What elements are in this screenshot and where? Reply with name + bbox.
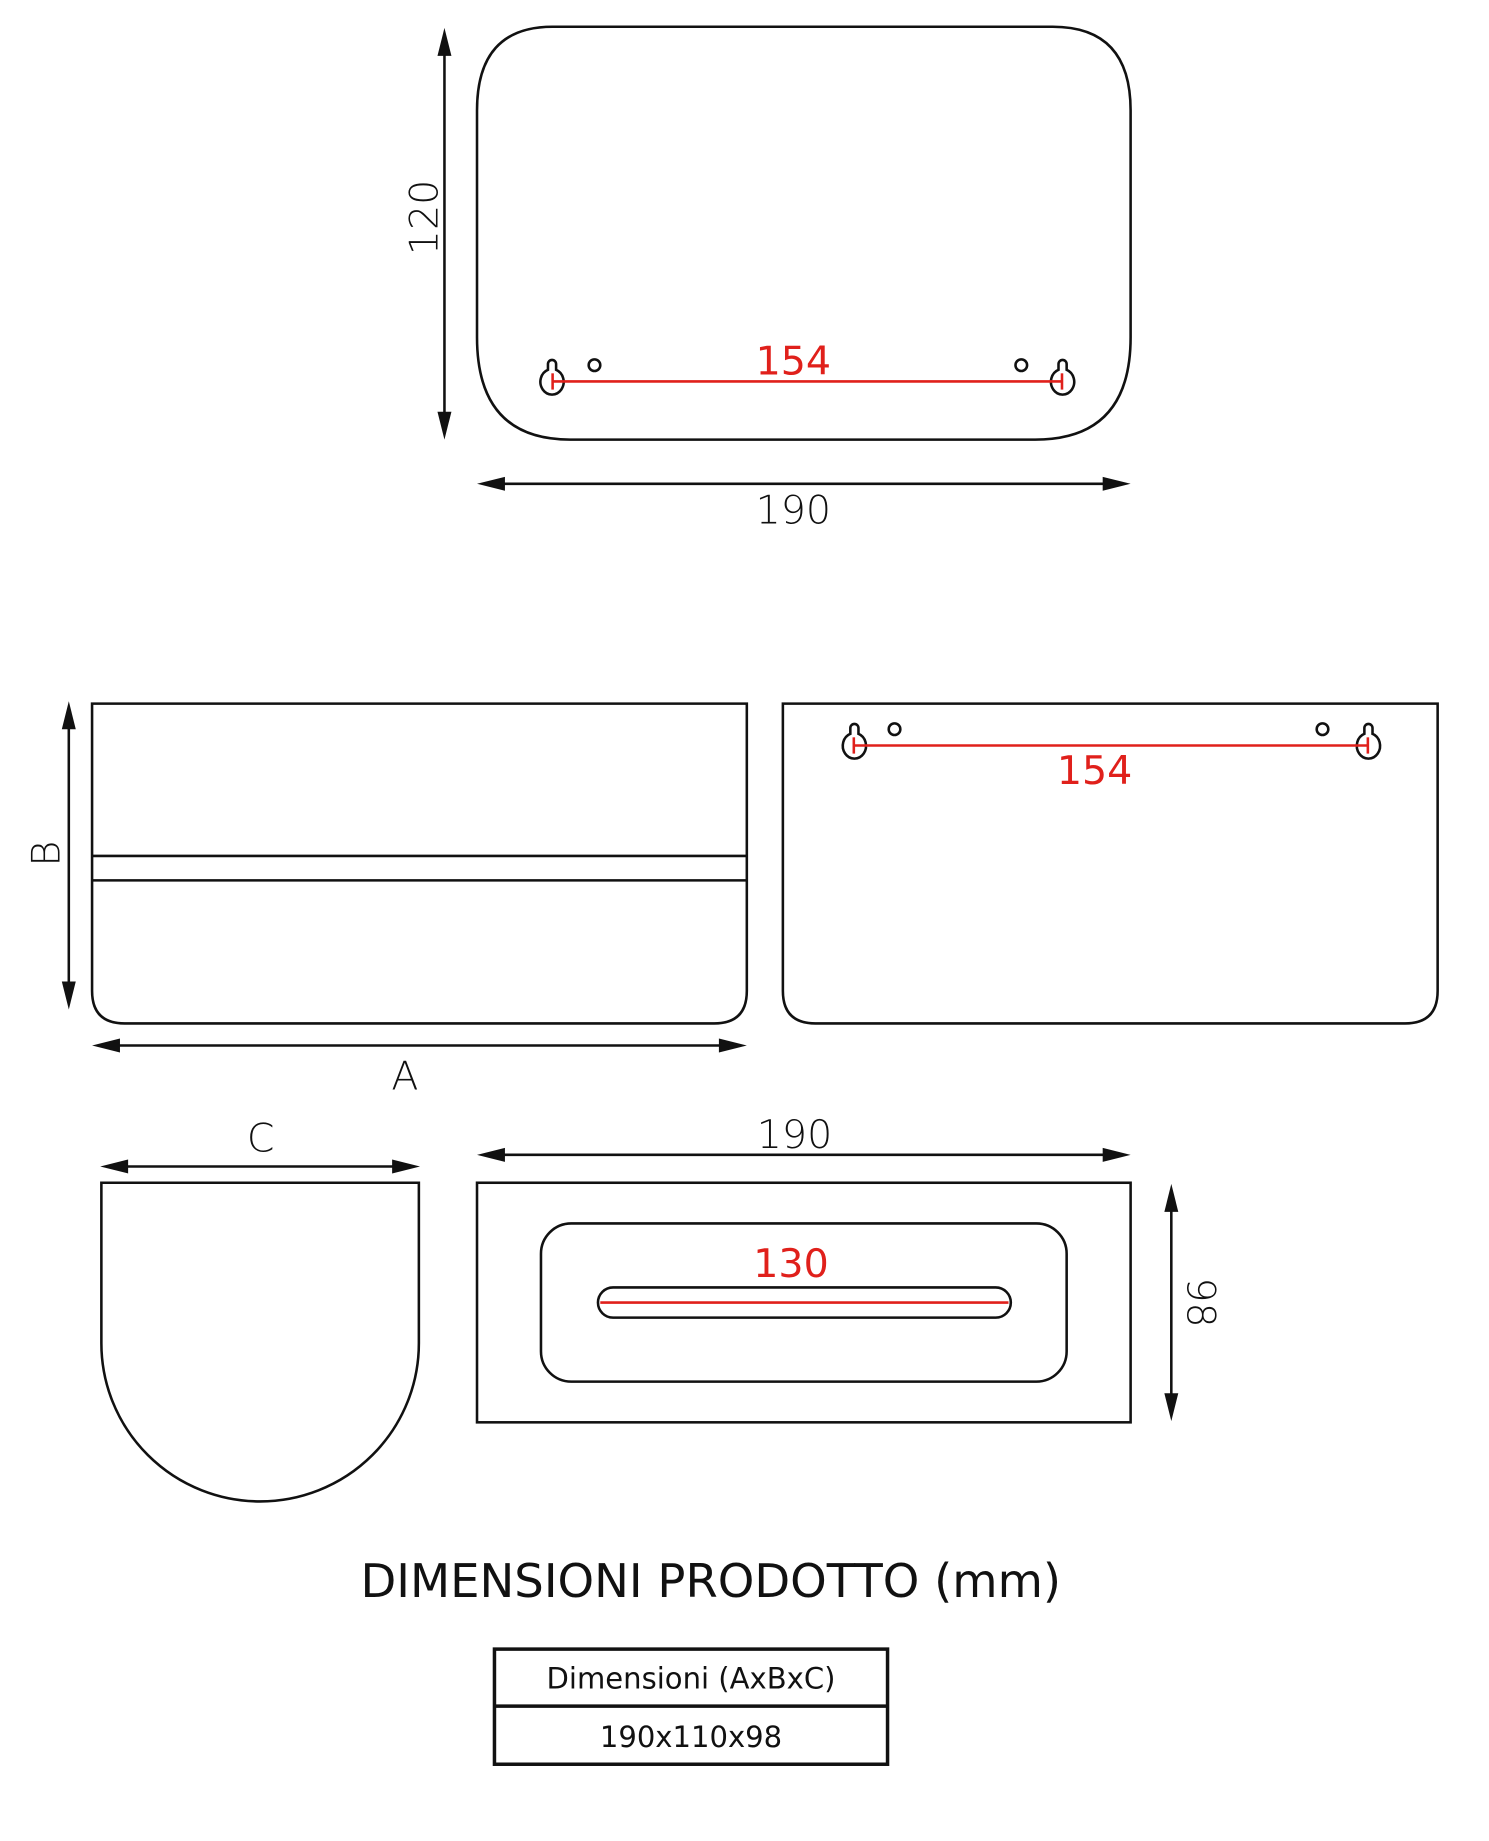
depth-label: 98 [1178,1277,1224,1327]
arrow-up-icon [1164,1183,1179,1212]
screw-hole-left-icon [587,358,602,373]
screw-hole-right-icon [1014,358,1029,373]
arrow-right-icon [1102,1147,1131,1162]
arrow-down-icon [61,981,76,1010]
keyhole-left-icon [539,358,565,396]
spec-table: Dimensioni (AxBxC) 190x110x98 [492,1647,890,1766]
arrow-left-icon [100,1159,129,1174]
back-view-outline [781,702,1439,1025]
hole-spacing-label: 154 [1057,748,1132,794]
width-label: 190 [757,1112,832,1158]
slot-length-label: 130 [753,1241,828,1287]
arrow-up-icon [61,701,76,730]
arrow-left-icon [477,476,505,491]
arrow-right-icon [718,1038,747,1053]
bottom-view: 130 190 98 [475,1112,1224,1424]
side-view: C [100,1115,421,1503]
width-label: 190 [756,487,831,533]
spec-table-value: 190x110x98 [600,1720,782,1754]
hole-spacing-label: 154 [756,338,831,384]
tissue-slot [596,1286,1013,1319]
bottom-view-outline [475,1181,1132,1424]
arrow-left-icon [477,1147,505,1162]
arrow-right-icon [392,1159,421,1174]
back-view: 154 [781,702,1439,1025]
tissue-opening-recess [539,1222,1068,1383]
spec-table-header: Dimensioni (AxBxC) [547,1662,836,1696]
side-view-outline [100,1181,421,1503]
top-view: 120 190 154 [401,25,1132,533]
arrow-up-icon [437,27,452,56]
screw-hole-left-icon [887,722,902,737]
a-label: A [391,1054,418,1100]
front-view-outline [90,702,749,1025]
top-view-outline [475,25,1132,441]
arrow-right-icon [1102,476,1131,491]
b-label: B [24,841,70,867]
arrow-down-icon [1164,1393,1179,1422]
c-label: C [247,1115,275,1161]
front-view: B A [24,701,749,1100]
keyhole-left-icon [841,722,868,760]
height-label: 120 [401,180,447,255]
page-title: DIMENSIONI PRODOTTO (mm) [361,1554,1062,1608]
arrow-left-icon [92,1038,120,1053]
screw-hole-right-icon [1315,722,1330,737]
arrow-down-icon [437,411,452,440]
